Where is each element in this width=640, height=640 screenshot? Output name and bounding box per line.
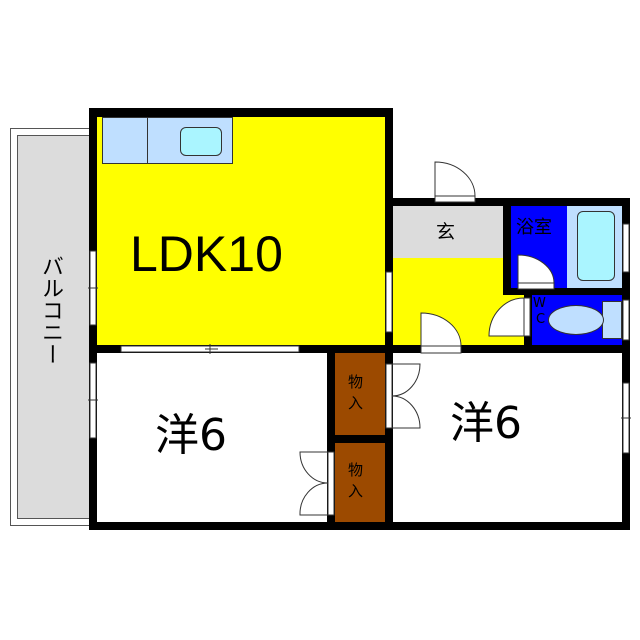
- closet-upper-label: 物: [348, 373, 364, 391]
- closet-lower-door-icon: [299, 451, 335, 516]
- hallway-notch: [393, 206, 503, 258]
- window-ldk-hall: [385, 271, 393, 333]
- ldk-label: LDK10: [130, 226, 283, 282]
- kitchen-counter: [102, 117, 233, 164]
- wall-bottom: [89, 522, 630, 530]
- closet-upper: [335, 353, 385, 435]
- wall-ldk-bottom: [89, 345, 630, 353]
- balcony-label: バルコニー: [38, 255, 63, 365]
- closet-lower-label: 物: [348, 461, 364, 479]
- balcony: [17, 135, 90, 519]
- western-room-right-label: 洋6: [450, 398, 522, 449]
- wall-bath-wc: [503, 288, 630, 295]
- window-bath: [622, 223, 630, 273]
- window-bedroom-right: [621, 382, 631, 454]
- closet-lower-label-2: 入: [348, 482, 364, 500]
- kitchen-counter-divider: [147, 117, 148, 164]
- toilet-label-c: C: [536, 312, 546, 327]
- wall-closet-divider: [327, 435, 393, 443]
- genkan-label: 玄: [436, 221, 456, 243]
- toilet-bowl-icon: [548, 305, 604, 335]
- closet-upper-label-2: 入: [348, 394, 364, 412]
- sliding-door-ldk: [120, 344, 300, 354]
- window-wc: [622, 299, 630, 341]
- bathroom-label: 浴室: [516, 217, 552, 238]
- toilet-label-w: W: [533, 296, 546, 311]
- wall-ldk-right: [385, 108, 393, 353]
- bedroom-right-door-icon: [420, 312, 462, 354]
- sink-icon: [180, 127, 222, 156]
- bath-door-icon: [517, 254, 555, 290]
- wall-genkan-bath: [503, 198, 511, 295]
- closet-lower: [335, 443, 385, 522]
- wall-top: [89, 108, 393, 117]
- wall-right: [622, 198, 630, 530]
- closet-upper-door-icon: [385, 363, 421, 429]
- window-bedroom-balcony: [88, 362, 98, 439]
- wc-door-icon: [488, 297, 531, 337]
- western-room-left-label: 洋6: [155, 410, 227, 461]
- window-ldk-balcony: [88, 250, 98, 326]
- front-door-icon: [434, 161, 476, 203]
- bathtub-icon: [577, 211, 615, 281]
